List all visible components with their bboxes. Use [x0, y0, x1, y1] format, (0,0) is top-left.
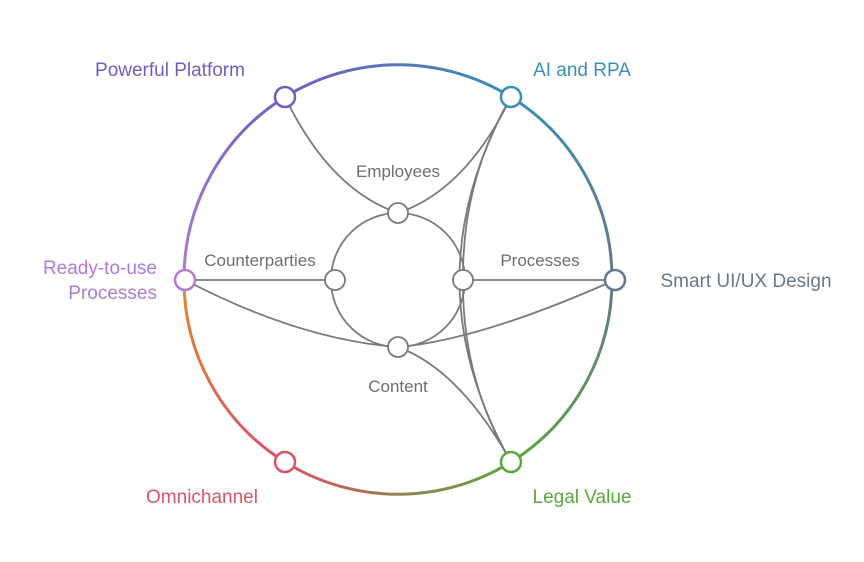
label-employees: Employees [356, 162, 440, 181]
label-omnichannel: Omnichannel [146, 487, 258, 508]
label-legal-value: Legal Value [533, 487, 632, 508]
label-smart-ui: Smart UI/UX Design [660, 271, 831, 292]
label-content: Content [368, 377, 428, 396]
connectors [184, 96, 616, 463]
node-smart-ui[interactable] [603, 268, 627, 292]
node-processes[interactable] [452, 269, 474, 291]
outer-arc-lower-right [510, 279, 614, 464]
link-smartui-content [397, 279, 616, 348]
node-content[interactable] [387, 336, 409, 358]
label-counterparties: Counterparties [204, 251, 316, 270]
outer-labels: Powerful Platform AI and RPA Smart UI/UX… [43, 60, 832, 508]
outer-arc-lower-left [182, 279, 286, 464]
node-omnichannel[interactable] [273, 450, 297, 474]
node-ready-processes[interactable] [173, 268, 197, 292]
link-ready-content [184, 279, 399, 348]
link-ai-employees [397, 96, 512, 214]
outer-arc-top [284, 63, 512, 99]
outer-arc-bottom [284, 460, 512, 496]
node-ai-rpa[interactable] [499, 85, 523, 109]
label-powerful-platform: Powerful Platform [95, 60, 245, 81]
node-employees[interactable] [387, 202, 409, 224]
label-processes: Processes [500, 251, 579, 270]
inner-nodes [324, 202, 474, 358]
outer-arc-upper-right [510, 95, 614, 281]
inner-ring [330, 212, 466, 348]
label-ready-line1: Ready-to-use [43, 258, 157, 279]
label-ai-rpa: AI and RPA [533, 60, 631, 81]
inner-labels: Employees Counterparties Processes Conte… [204, 162, 579, 396]
outer-ring [182, 63, 614, 496]
label-ready-line2: Processes [68, 283, 157, 304]
link-legal-content [397, 346, 512, 463]
node-powerful-platform[interactable] [273, 85, 297, 109]
link-platform-employees [284, 96, 399, 214]
outer-nodes [173, 85, 627, 474]
node-legal-value[interactable] [499, 450, 523, 474]
node-counterparties[interactable] [324, 269, 346, 291]
link-legal-processes [462, 279, 512, 463]
outer-arc-upper-left [182, 95, 286, 281]
